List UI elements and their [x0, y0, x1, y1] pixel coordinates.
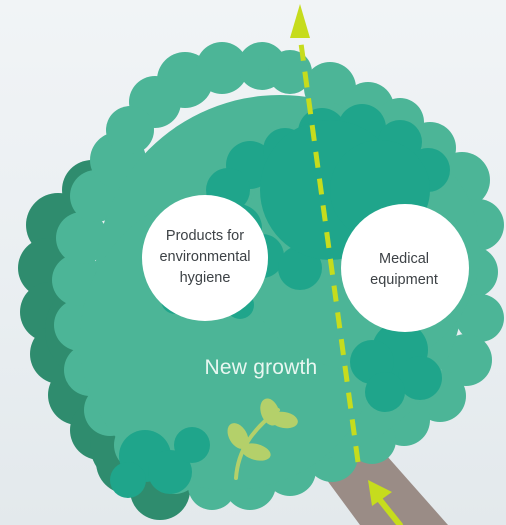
- node-circle-products: [142, 195, 268, 321]
- node-label-medical: Medical equipment: [370, 251, 438, 288]
- node-label-products: Products for environmental hygiene: [159, 227, 251, 286]
- growth-arrow-line: [297, 35, 361, 463]
- arrow-head-up-icon: [290, 4, 310, 38]
- arrow-head-incoming-icon: [368, 480, 392, 506]
- center-label-new-growth: New growth: [204, 356, 318, 379]
- node-circle-medical: [341, 204, 469, 332]
- leaf-sprig: [227, 398, 298, 480]
- incoming-arrow-line: [377, 497, 403, 525]
